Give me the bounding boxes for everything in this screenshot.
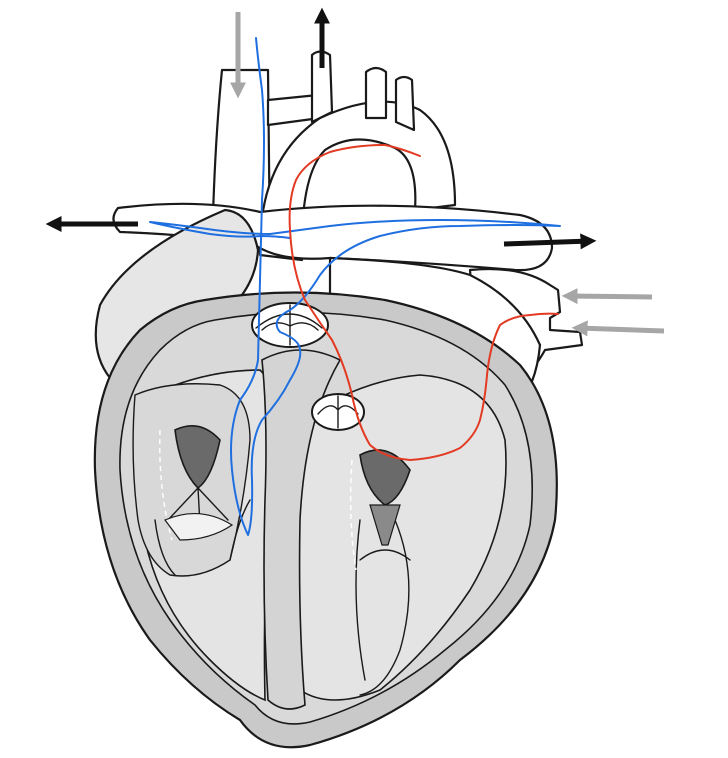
upper-pulmonary-vein-inflow-arrow [561, 288, 653, 305]
left-ventricle-papillary [355, 519, 410, 696]
deoxygenated-blood-path [149, 37, 561, 536]
lower-pulmonary-vein-inflow-arrow [571, 320, 665, 337]
heart-body [93, 208, 558, 749]
mitral-valve [349, 449, 411, 571]
left-subclavian-branch [364, 66, 388, 120]
oxygenated-blood-path [288, 144, 559, 461]
blood-paths [149, 37, 561, 536]
third-arch-branch [394, 75, 416, 132]
right-pulmonary-outflow-arrow [503, 233, 597, 250]
pulmonary-valve [251, 302, 329, 348]
flow-arrows [45, 7, 665, 337]
tricuspid-valve [159, 424, 234, 541]
interventricular-septum [261, 349, 342, 710]
aortic-valve [311, 393, 365, 431]
valves [159, 302, 411, 571]
aortic-arch [258, 100, 457, 262]
right-ventricle-trabecula [154, 499, 251, 576]
